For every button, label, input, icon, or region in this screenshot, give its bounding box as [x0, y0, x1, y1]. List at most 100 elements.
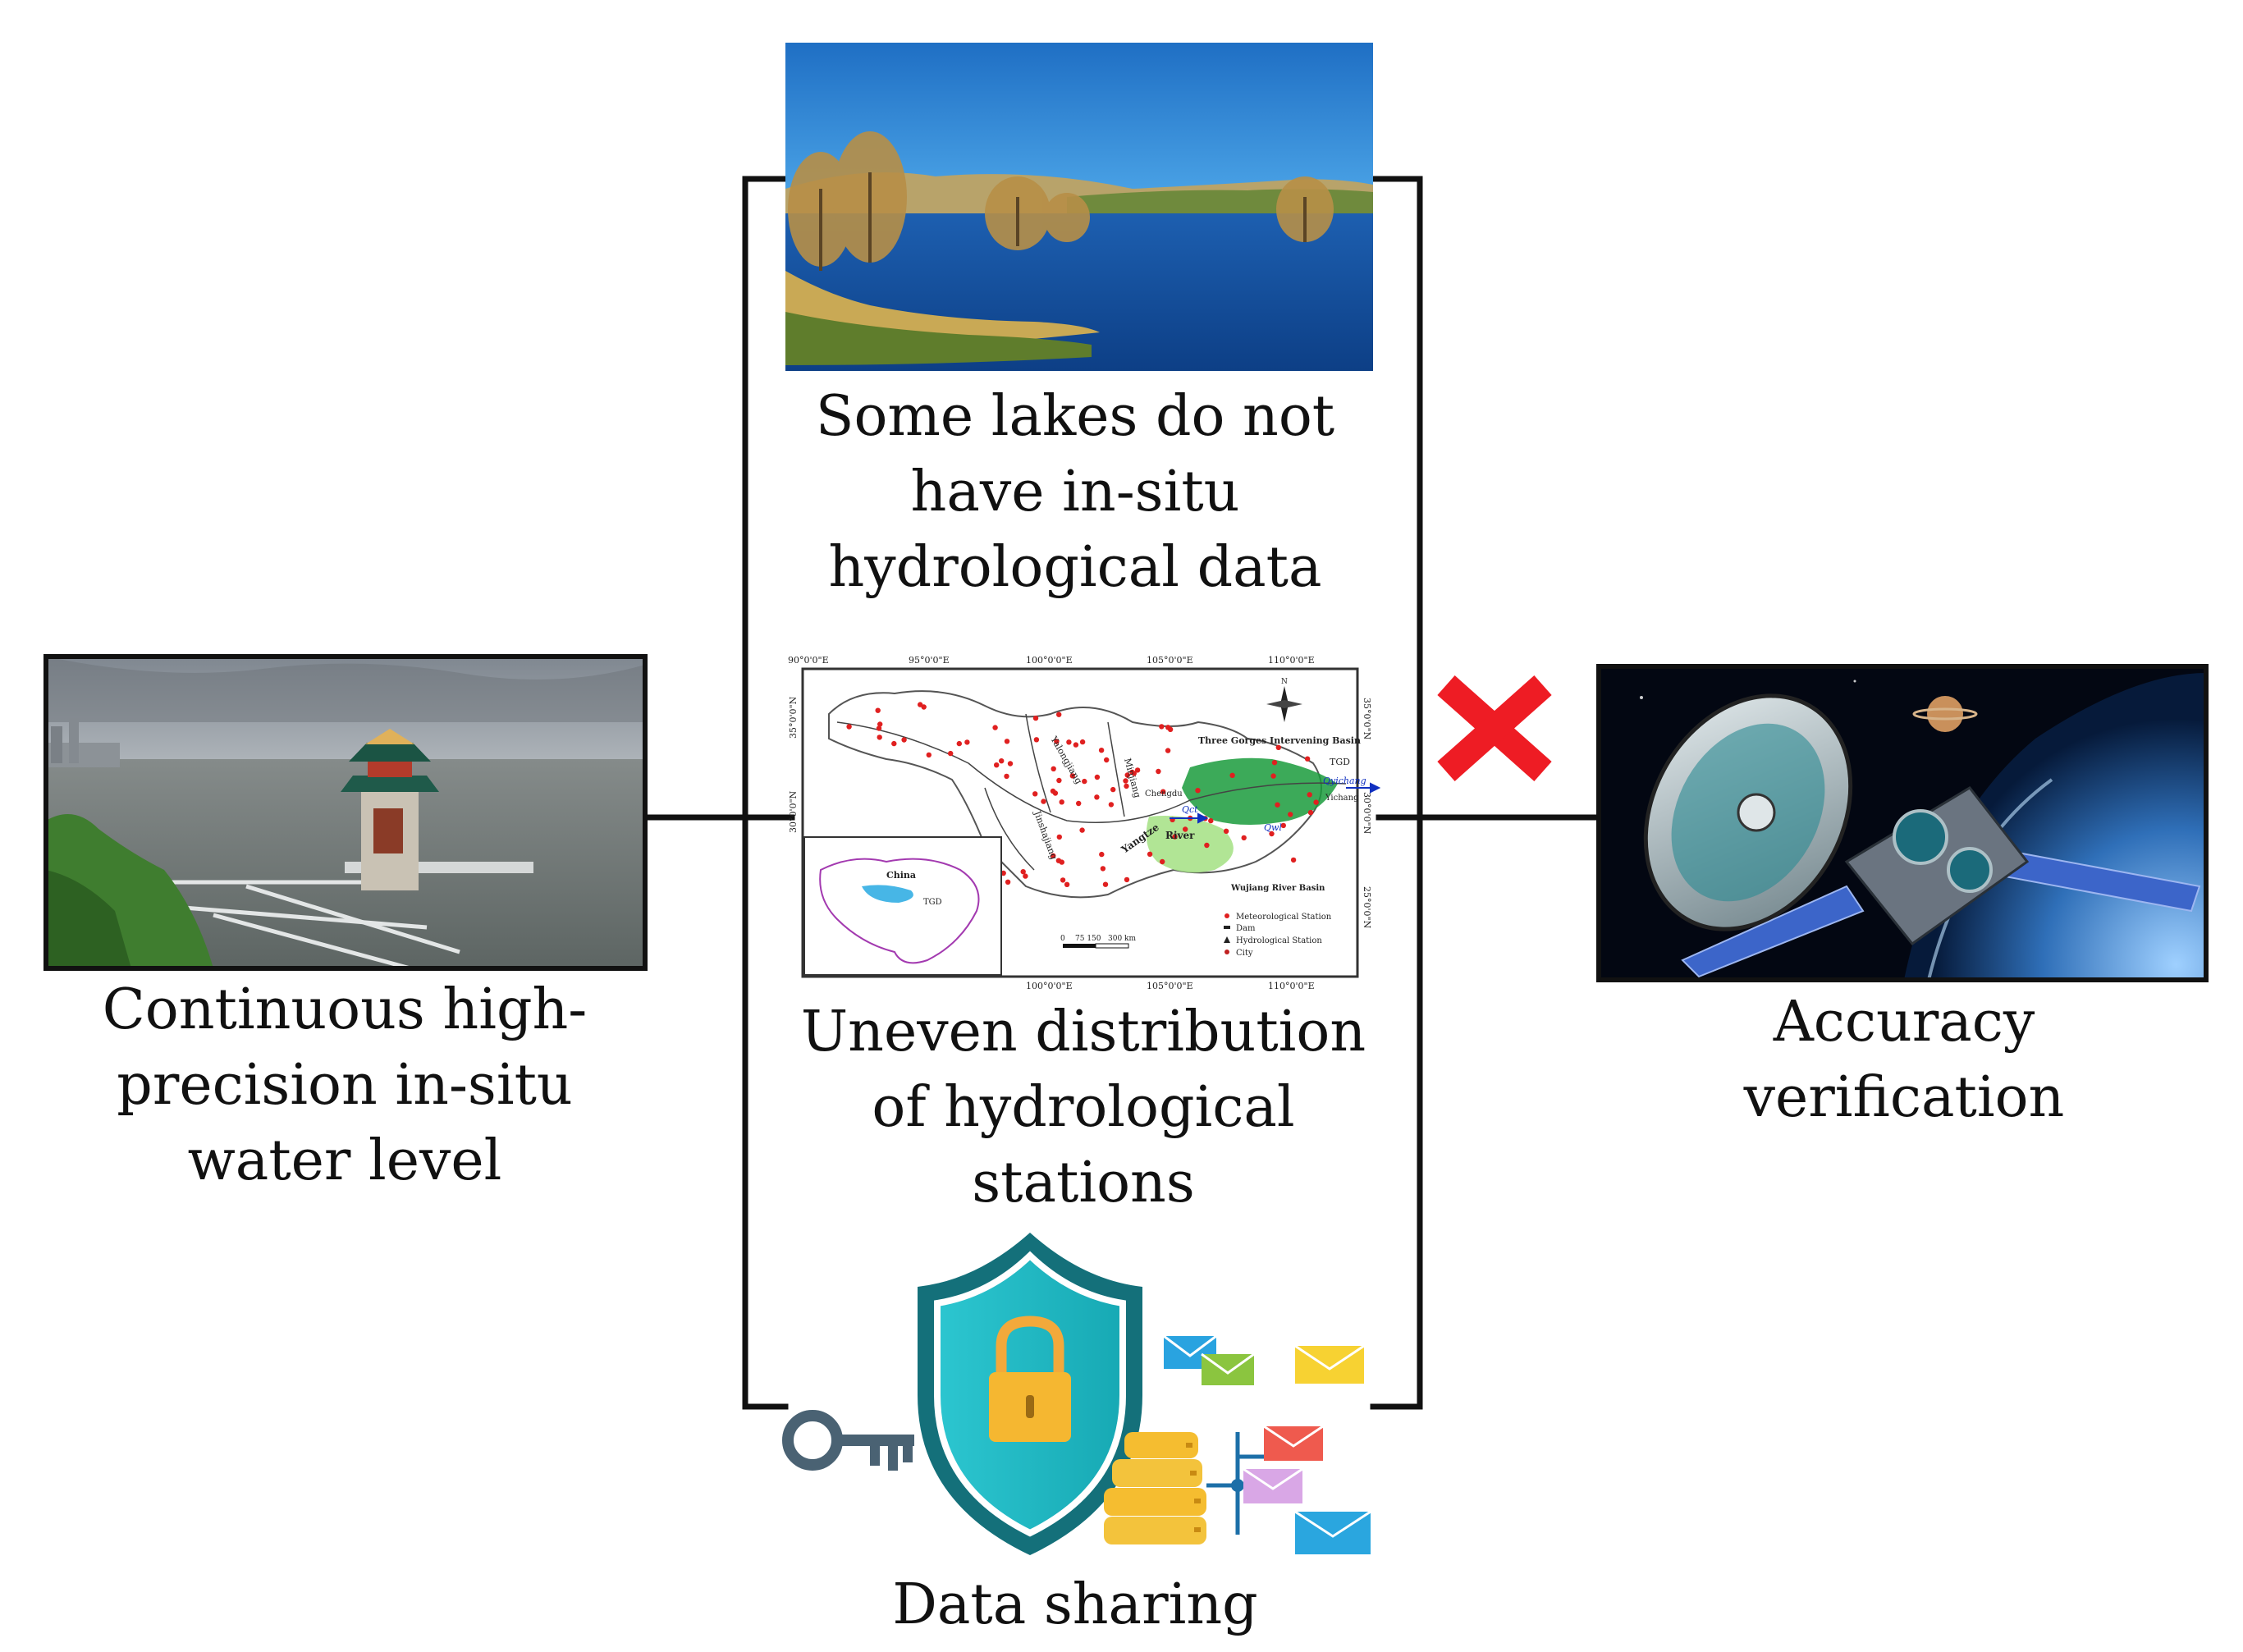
left-bracket — [742, 176, 789, 1410]
station-dot — [1056, 777, 1062, 784]
station-dot — [1313, 799, 1319, 805]
station-dot — [994, 762, 1000, 768]
map-bottom-tick-1: 100°0'0"E — [1026, 981, 1073, 991]
inset-china-map: China TGD — [803, 836, 1002, 976]
station-dot — [1307, 792, 1312, 798]
key-icon — [782, 1410, 914, 1471]
station-dot — [1004, 739, 1010, 744]
three-gorges-basin — [1182, 757, 1338, 825]
caption-accuracy-verification: Accuracy verification — [1600, 985, 2208, 1136]
caption-uneven-distribution: Uneven distribution of hydrological stat… — [763, 995, 1403, 1221]
station-dot — [1094, 794, 1100, 800]
station-dot — [1056, 834, 1063, 840]
label-tgd: TGD — [1330, 757, 1350, 767]
station-dot — [1094, 774, 1101, 780]
scale-zero: 0 — [1060, 935, 1065, 943]
caption-left-line-3: water level — [187, 1128, 502, 1193]
data-sharing-illustration — [782, 1233, 1371, 1555]
map-right-tick-1: 35°0'0"N — [1362, 698, 1372, 740]
caption-continuous-water-level: Continuous high- precision in-situ water… — [49, 972, 640, 1199]
station-dot — [926, 752, 932, 758]
label-chengdu: Chengdu — [1145, 789, 1183, 799]
caption-left-line-1: Continuous high- — [102, 977, 588, 1042]
station-dot — [1020, 869, 1026, 875]
station-dot — [1060, 877, 1066, 883]
map-left-tick-2: 30°0'0"N — [788, 790, 799, 833]
label-yichang: Yichang — [1325, 794, 1359, 803]
station-dot — [1064, 881, 1070, 888]
station-dot — [1165, 748, 1171, 753]
station-dot — [1098, 748, 1105, 753]
station-dot — [1195, 788, 1201, 794]
station-dot — [1102, 881, 1109, 887]
north-label: N — [1281, 678, 1288, 686]
station-dot — [1129, 769, 1135, 776]
station-dot — [1280, 822, 1287, 829]
label-qwl: Qwl — [1264, 822, 1282, 833]
bracket-connector — [643, 176, 1602, 1410]
map-top-tick-4: 105°0'0"E — [1147, 655, 1193, 666]
station-dot — [877, 734, 882, 740]
station-dot — [1108, 802, 1115, 808]
map-top-tick-3: 100°0'0"E — [1026, 655, 1073, 666]
caption-data-sharing: Data sharing — [804, 1567, 1346, 1643]
map-top-tick-5: 110°0'0"E — [1268, 655, 1315, 666]
right-bracket — [1370, 176, 1423, 1410]
station-dot — [1041, 799, 1046, 804]
caption-left-line-2: precision in-situ — [117, 1053, 573, 1118]
station-dot — [1124, 772, 1130, 778]
station-dot — [1079, 827, 1085, 833]
station-dot — [901, 737, 907, 743]
station-dot — [1051, 853, 1056, 859]
station-dot — [1134, 767, 1141, 773]
legend-item-dam: Dam — [1236, 924, 1256, 933]
station-dot — [1007, 761, 1014, 767]
label-qyichang: Qyichang — [1323, 776, 1366, 786]
station-dot — [1055, 858, 1062, 863]
label-wujiang: Wujiang River Basin — [1230, 884, 1325, 893]
station-dot — [1051, 766, 1056, 771]
station-dot — [1160, 858, 1165, 865]
station-dot — [918, 702, 923, 707]
station-dot — [891, 740, 897, 747]
station-dot — [1073, 742, 1079, 748]
station-dot — [876, 725, 882, 731]
station-dot — [1159, 724, 1165, 730]
station-dot — [1032, 715, 1039, 721]
station-dot — [992, 725, 998, 730]
caption-map-line-1: Uneven distribution — [800, 1000, 1366, 1064]
station-dot — [1183, 826, 1188, 832]
label-qct: Qct — [1182, 804, 1198, 815]
station-dot — [1054, 739, 1060, 744]
caption-lake-line-2: have in-situ — [910, 460, 1240, 524]
station-dot — [1059, 799, 1064, 805]
station-dot — [1269, 831, 1275, 837]
server-icon — [1104, 1432, 1206, 1544]
scale-mid: 75 150 — [1075, 935, 1101, 943]
station-dot — [1000, 870, 1006, 876]
station-dot — [1033, 737, 1040, 743]
station-dot — [1099, 851, 1105, 858]
station-dot — [1004, 773, 1009, 780]
station-dot — [846, 724, 852, 730]
caption-sharing-line-1: Data sharing — [892, 1572, 1258, 1637]
station-map: 90°0'0"E 95°0'0"E 100°0'0"E 105°0'0"E 11… — [788, 655, 1381, 991]
caption-lakes-no-data: Some lakes do not have in-situ hydrologi… — [763, 379, 1387, 606]
station-dot — [964, 739, 970, 745]
caption-right-line-1: Accuracy — [1773, 990, 2035, 1055]
station-dot — [1124, 783, 1129, 789]
station-dot — [1288, 812, 1293, 817]
map-bottom-tick-2: 105°0'0"E — [1147, 981, 1193, 991]
station-dot — [1167, 726, 1174, 732]
station-dot — [1069, 773, 1076, 779]
label-river: River — [1165, 830, 1195, 841]
north-arrow-icon: N — [1266, 678, 1302, 722]
station-dot — [877, 721, 883, 727]
station-dot — [1290, 857, 1297, 863]
map-right-tick-3: 25°0'0"N — [1362, 886, 1372, 929]
inset-china-label: China — [886, 870, 916, 881]
wujiang-basin — [1146, 816, 1234, 873]
satellite-photo — [1596, 664, 2209, 982]
station-dot — [1160, 789, 1166, 794]
